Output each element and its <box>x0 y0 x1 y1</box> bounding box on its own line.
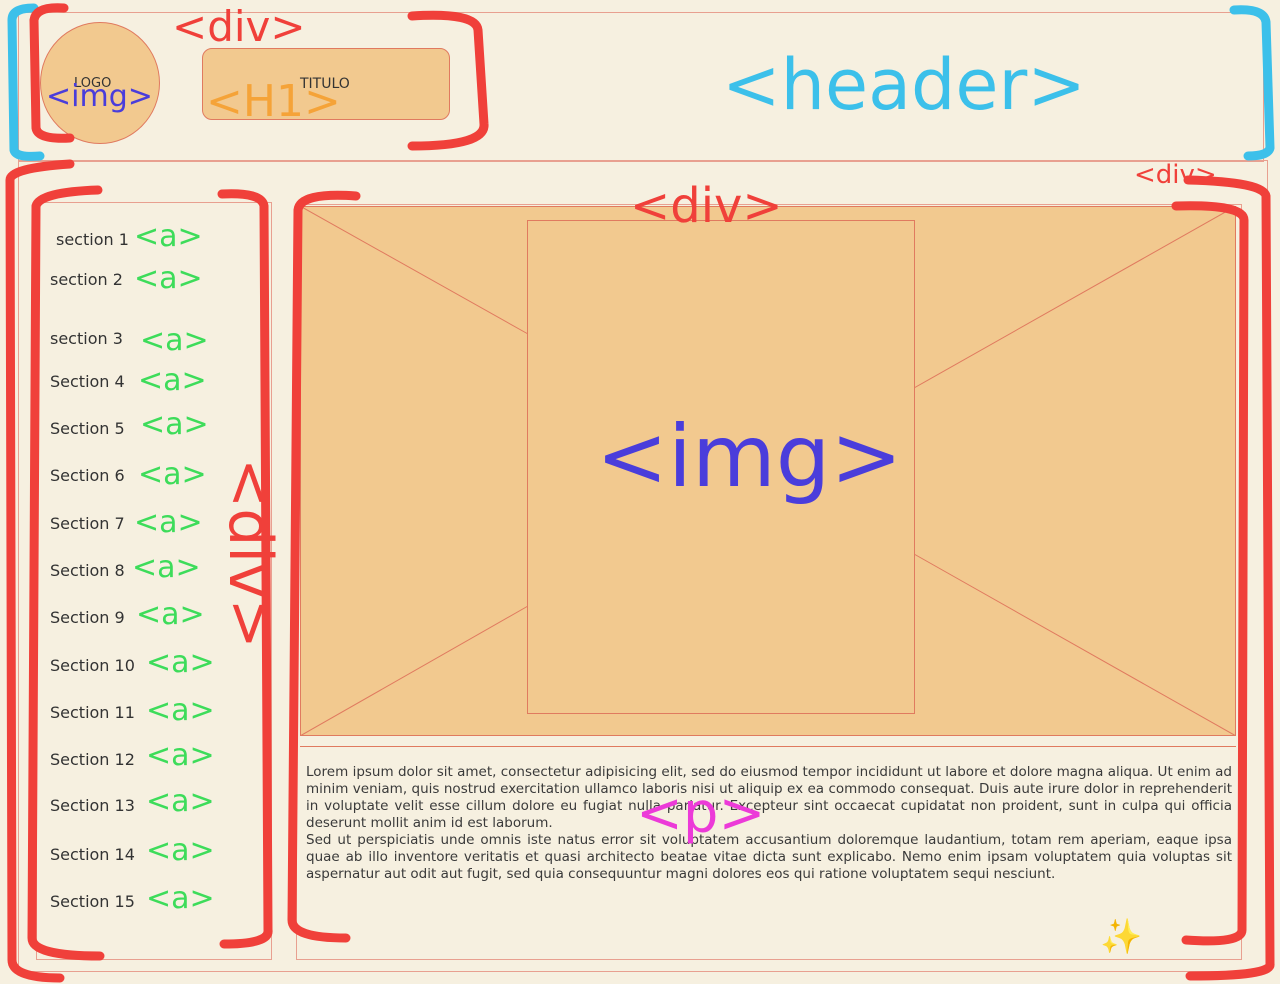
a-tag-1: <a> <box>134 219 203 254</box>
sidebar-link-5[interactable]: Section 5 <box>50 419 125 438</box>
sparkle-icon: ✨ <box>1100 918 1143 956</box>
sidebar-link-1[interactable]: section 1 <box>56 230 129 249</box>
inner-image-box <box>527 220 915 714</box>
a-tag-12: <a> <box>146 738 215 773</box>
h1-tag: <H1> <box>206 76 341 127</box>
sidebar-link-12[interactable]: Section 12 <box>50 750 135 769</box>
sidebar-link-6[interactable]: Section 6 <box>50 466 125 485</box>
main-outer-div-tag-label: <div> <box>1134 160 1217 190</box>
sidebar-link-2[interactable]: section 2 <box>50 270 123 289</box>
sidebar-link-3[interactable]: section 3 <box>50 329 123 348</box>
a-tag-13: <a> <box>146 784 215 819</box>
a-tag-4: <a> <box>138 363 207 398</box>
sidebar-link-7[interactable]: Section 7 <box>50 514 125 533</box>
sidebar-link-8[interactable]: Section 8 <box>50 561 125 580</box>
main-inner-div-tag-label: <div> <box>630 178 783 234</box>
sidebar-link-13[interactable]: Section 13 <box>50 796 135 815</box>
sidebar-link-4[interactable]: Section 4 <box>50 372 125 391</box>
paragraph-text: Lorem ipsum dolor sit amet, consectetur … <box>306 764 1232 883</box>
a-tag-10: <a> <box>146 645 215 680</box>
sidebar-link-9[interactable]: Section 9 <box>50 608 125 627</box>
logo-img-tag: <img> <box>46 79 153 114</box>
header-tag-label: <header> <box>722 44 1086 126</box>
a-tag-3: <a> <box>140 323 209 358</box>
a-tag-8: <a> <box>132 550 201 585</box>
a-tag-5: <a> <box>140 407 209 442</box>
main-img-tag: <img> <box>596 407 903 507</box>
paragraph-1: Lorem ipsum dolor sit amet, consectetur … <box>306 764 1232 831</box>
a-tag-7: <a> <box>134 505 203 540</box>
title-text: TITULO <box>300 76 350 92</box>
content-divider <box>300 746 1236 747</box>
paragraph-2: Sed ut perspiciatis unde omnis iste natu… <box>306 832 1232 882</box>
a-tag-9: <a> <box>136 597 205 632</box>
a-tag-6: <a> <box>138 457 207 492</box>
a-tag-15: <a> <box>146 881 215 916</box>
sidebar-link-11[interactable]: Section 11 <box>50 703 135 722</box>
a-tag-2: <a> <box>134 261 203 296</box>
a-tag-11: <a> <box>146 693 215 728</box>
p-tag-label: <p> <box>636 781 766 846</box>
a-tag-14: <a> <box>146 833 215 868</box>
header-div-tag-label: <div> <box>172 2 306 51</box>
sidebar-div-tag-label: <div> <box>215 458 285 649</box>
sidebar-link-10[interactable]: Section 10 <box>50 656 135 675</box>
sidebar-link-15[interactable]: Section 15 <box>50 892 135 911</box>
logo-text: LOGO <box>74 76 112 91</box>
sidebar-link-14[interactable]: Section 14 <box>50 845 135 864</box>
